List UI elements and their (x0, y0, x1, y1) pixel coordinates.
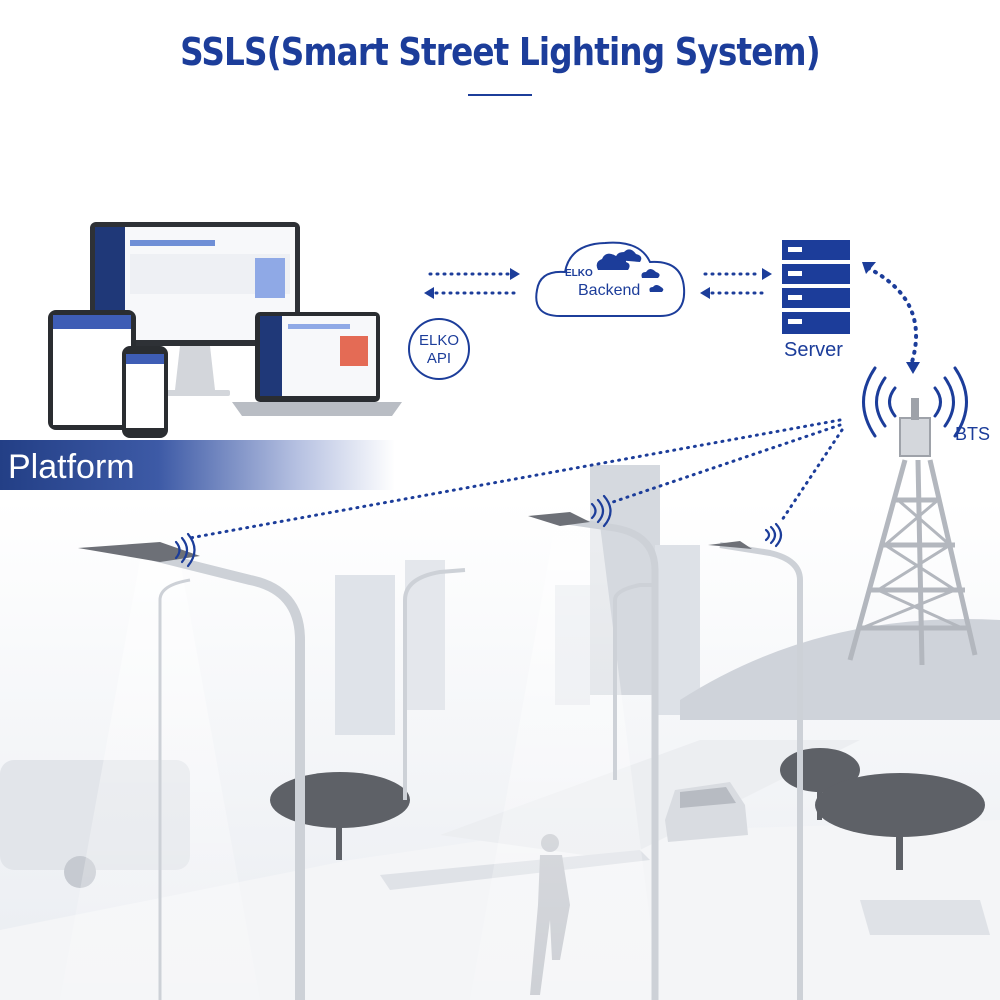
title-underline (468, 94, 532, 96)
api-label-line2: API (426, 350, 452, 367)
platform-banner (0, 440, 395, 490)
lamp-signal-icons (174, 494, 783, 568)
platform-devices (48, 222, 402, 438)
car (665, 782, 748, 842)
bts-server-arrow-bottom (906, 362, 920, 374)
platform-label: Platform (8, 448, 135, 486)
elko-api-badge (408, 318, 470, 380)
data-flow-arrows (428, 272, 769, 295)
bts-server-arrow-top (862, 262, 876, 274)
server-label: Server (784, 339, 843, 361)
bts-signal-icon (862, 366, 968, 438)
page-title: SSLS(Smart Street Lighting System) (180, 30, 820, 74)
arrow-heads (424, 268, 772, 299)
wireless-links (188, 266, 918, 540)
backend-cloud-icon (535, 241, 686, 317)
backend-brand-label: ELKO (565, 268, 593, 279)
mini-cloud-icons (596, 249, 664, 292)
bts-label: BTS (955, 424, 991, 444)
backend-label: Backend (578, 282, 641, 299)
street-lamps (78, 512, 803, 1000)
api-label-line1: ELKO (418, 332, 460, 349)
server-icon (782, 240, 850, 334)
bts-tower (847, 398, 978, 666)
